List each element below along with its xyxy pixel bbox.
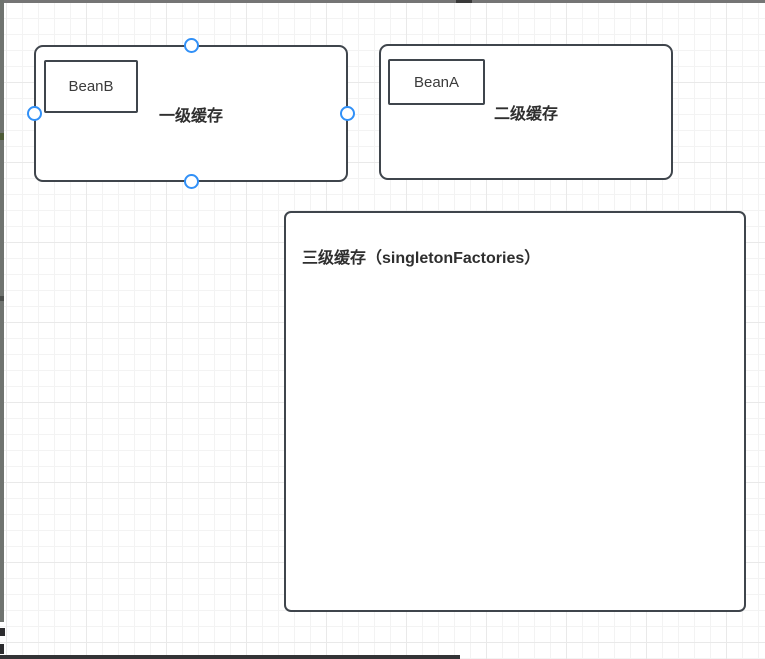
level2-cache-box[interactable]: BeanA 二级缓存	[379, 44, 673, 180]
window-edge-top	[0, 0, 765, 3]
window-edge-glyph	[0, 628, 5, 636]
connection-handle-right[interactable]	[340, 106, 355, 121]
beanb-label: BeanB	[68, 78, 114, 95]
connection-handle-bottom[interactable]	[184, 174, 199, 189]
window-edge-left-notch	[0, 133, 4, 140]
window-edge-left-notch2	[0, 296, 4, 301]
level1-cache-box[interactable]: BeanB 一级缓存	[34, 45, 348, 182]
window-edge-top-notch	[456, 0, 472, 3]
beanb-box[interactable]: BeanB	[44, 60, 138, 113]
beana-box[interactable]: BeanA	[388, 59, 485, 105]
connection-handle-top[interactable]	[184, 38, 199, 53]
window-edge-left	[0, 0, 4, 622]
window-edge-bottom	[0, 655, 460, 659]
level3-cache-box[interactable]: 三级缓存（singletonFactories）	[284, 211, 746, 612]
window-edge-glyph2	[0, 644, 4, 654]
level3-cache-label: 三级缓存（singletonFactories）	[302, 250, 541, 267]
connection-handle-left[interactable]	[27, 106, 42, 121]
beana-label: BeanA	[413, 73, 460, 91]
